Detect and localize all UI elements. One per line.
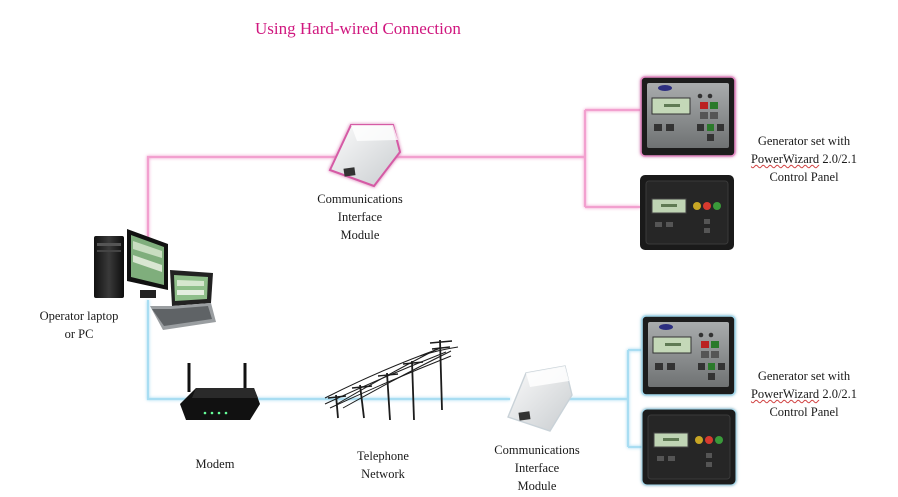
operator-label: Operator laptop or PC	[24, 307, 134, 343]
operator-pc-icon	[94, 229, 216, 330]
cim-top-label: Communications Interface Module	[300, 190, 420, 244]
generator-top-label-line1: Generator set with	[757, 134, 851, 148]
diagram-title: Using Hard-wired Connection	[255, 19, 461, 38]
cim-device-bottom	[507, 365, 573, 432]
control-panel-top-1	[640, 76, 736, 157]
pink-line-main	[146, 155, 585, 238]
generator-top-label: Generator set with PowerWizard 2.0/2.1 C…	[738, 132, 870, 186]
cim-bottom-label-line2: Interface	[514, 461, 560, 475]
generator-top-model-name: PowerWizard	[750, 152, 820, 166]
control-panel-bottom-2	[641, 408, 737, 486]
cim-top-label-line2: Interface	[337, 210, 383, 224]
generator-bottom-model-version: 2.0/2.1	[819, 387, 858, 401]
cim-top-label-line1: Communications	[317, 192, 403, 206]
telephone-network-icon	[324, 339, 459, 421]
generator-bottom-label-line2: PowerWizard 2.0/2.1	[738, 385, 870, 403]
cim-bottom-label-line3: Module	[517, 479, 557, 493]
generator-bottom-label: Generator set with PowerWizard 2.0/2.1 C…	[738, 367, 870, 421]
operator-label-line2: or PC	[64, 327, 94, 341]
hardwired-lines	[146, 108, 640, 238]
modem-label: Modem	[195, 457, 235, 471]
cim-bottom-label-line1: Communications	[494, 443, 580, 457]
phone-lines	[146, 300, 642, 449]
cim-bottom-label: Communications Interface Module	[477, 441, 597, 495]
telephone-network-label-line1: Telephone	[357, 449, 409, 463]
modem-device	[180, 363, 260, 420]
telephone-network-label: Telephone Network	[333, 447, 433, 483]
generator-bottom-label-line1: Generator set with	[757, 369, 851, 383]
cim-top-label-line3: Module	[340, 228, 380, 242]
generator-bottom-label-line3: Control Panel	[769, 405, 839, 419]
generator-top-label-line3: Control Panel	[769, 170, 839, 184]
generator-top-model-version: 2.0/2.1	[819, 152, 858, 166]
generator-top-label-line2: PowerWizard 2.0/2.1	[738, 150, 870, 168]
control-panel-top-2	[640, 175, 734, 250]
control-panel-bottom-1	[641, 315, 736, 396]
operator-label-line1: Operator laptop	[39, 309, 119, 323]
cim-device-top	[328, 124, 402, 188]
generator-bottom-model-name: PowerWizard	[750, 387, 820, 401]
telephone-network-label-line2: Network	[361, 467, 405, 481]
